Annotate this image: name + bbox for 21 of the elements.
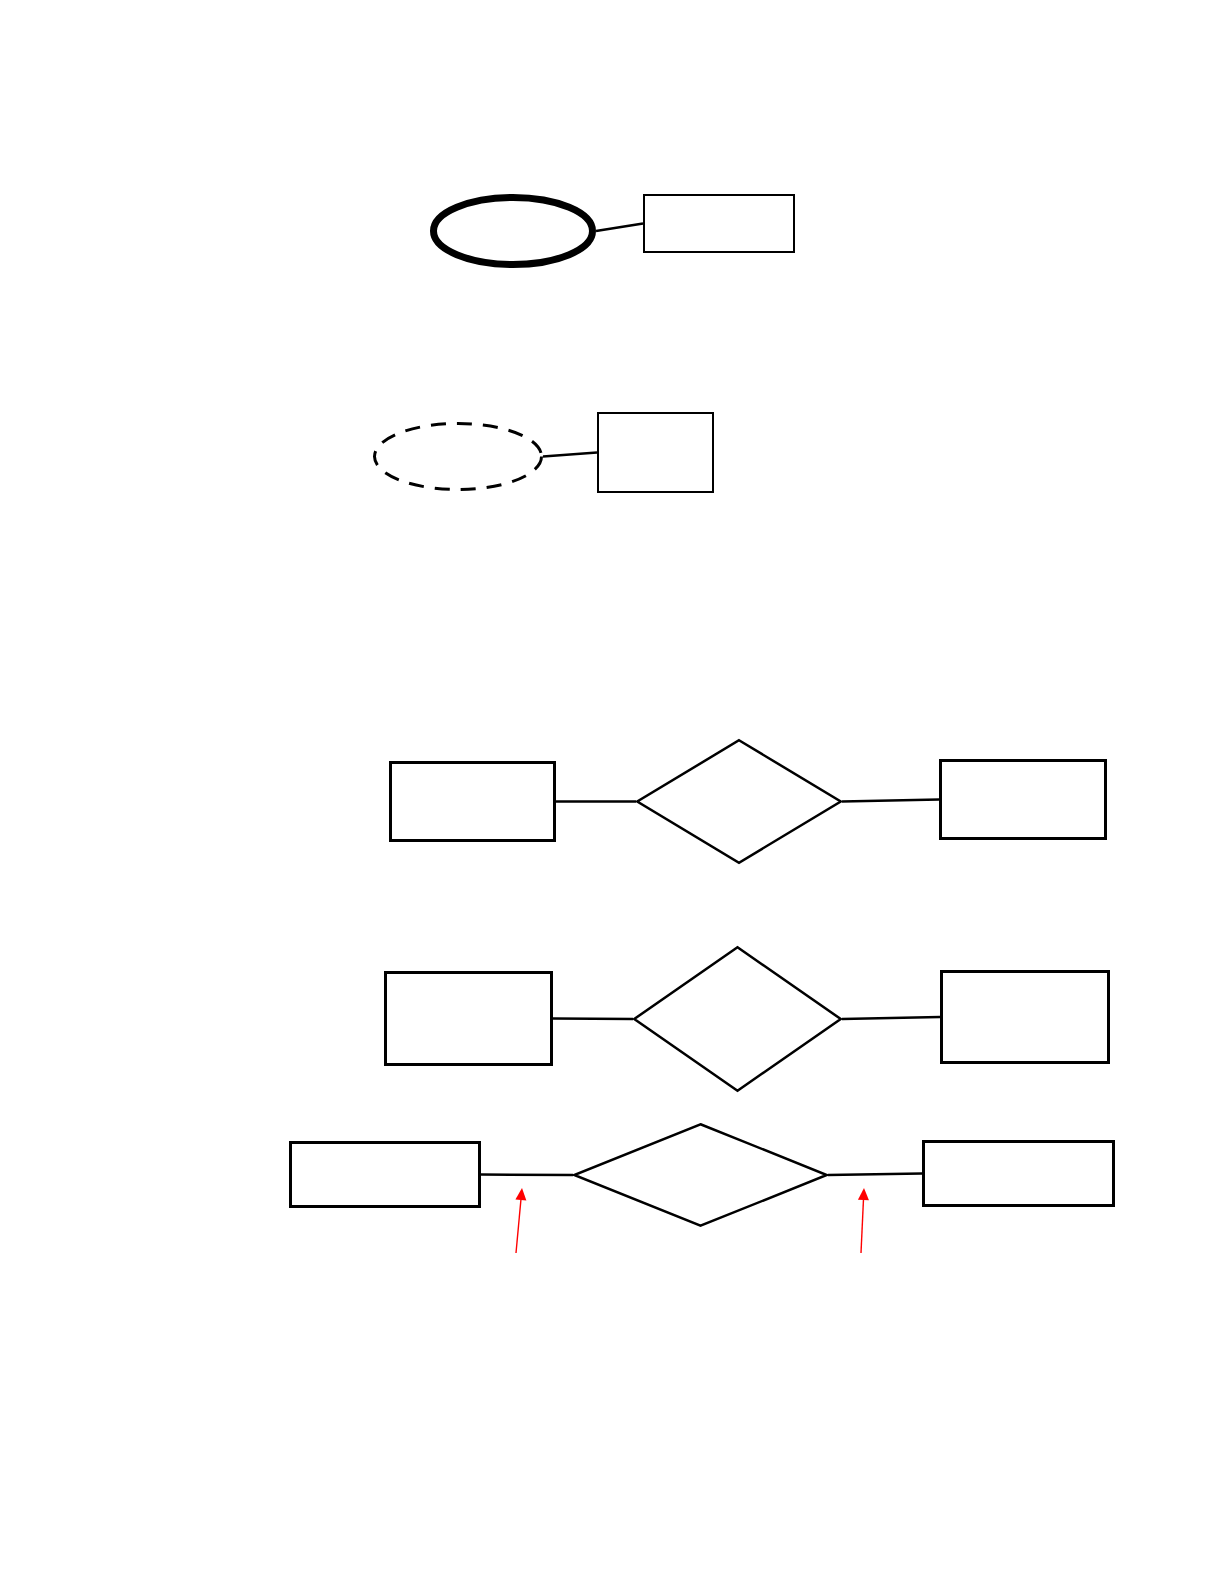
entity-box bbox=[389, 761, 556, 842]
connector-line bbox=[841, 798, 940, 803]
entity-box bbox=[643, 194, 795, 253]
connector-line bbox=[556, 800, 636, 803]
entity-box bbox=[939, 759, 1107, 840]
entity-box bbox=[922, 1140, 1115, 1207]
connector-line bbox=[827, 1172, 923, 1177]
relationship-diamond bbox=[573, 1123, 828, 1227]
connector-line bbox=[595, 222, 644, 233]
connector-line bbox=[481, 1173, 573, 1177]
connector-line bbox=[553, 1017, 633, 1021]
entity-box bbox=[289, 1141, 481, 1208]
connector-line bbox=[841, 1015, 941, 1021]
relationship-diamond bbox=[636, 739, 842, 864]
connector-line bbox=[542, 451, 598, 458]
entity-box bbox=[384, 971, 553, 1066]
entity-box bbox=[597, 412, 714, 493]
entity-box bbox=[940, 970, 1110, 1064]
attribute-ellipse bbox=[430, 194, 596, 268]
relationship-diamond bbox=[633, 946, 842, 1092]
attribute-ellipse bbox=[373, 422, 543, 491]
